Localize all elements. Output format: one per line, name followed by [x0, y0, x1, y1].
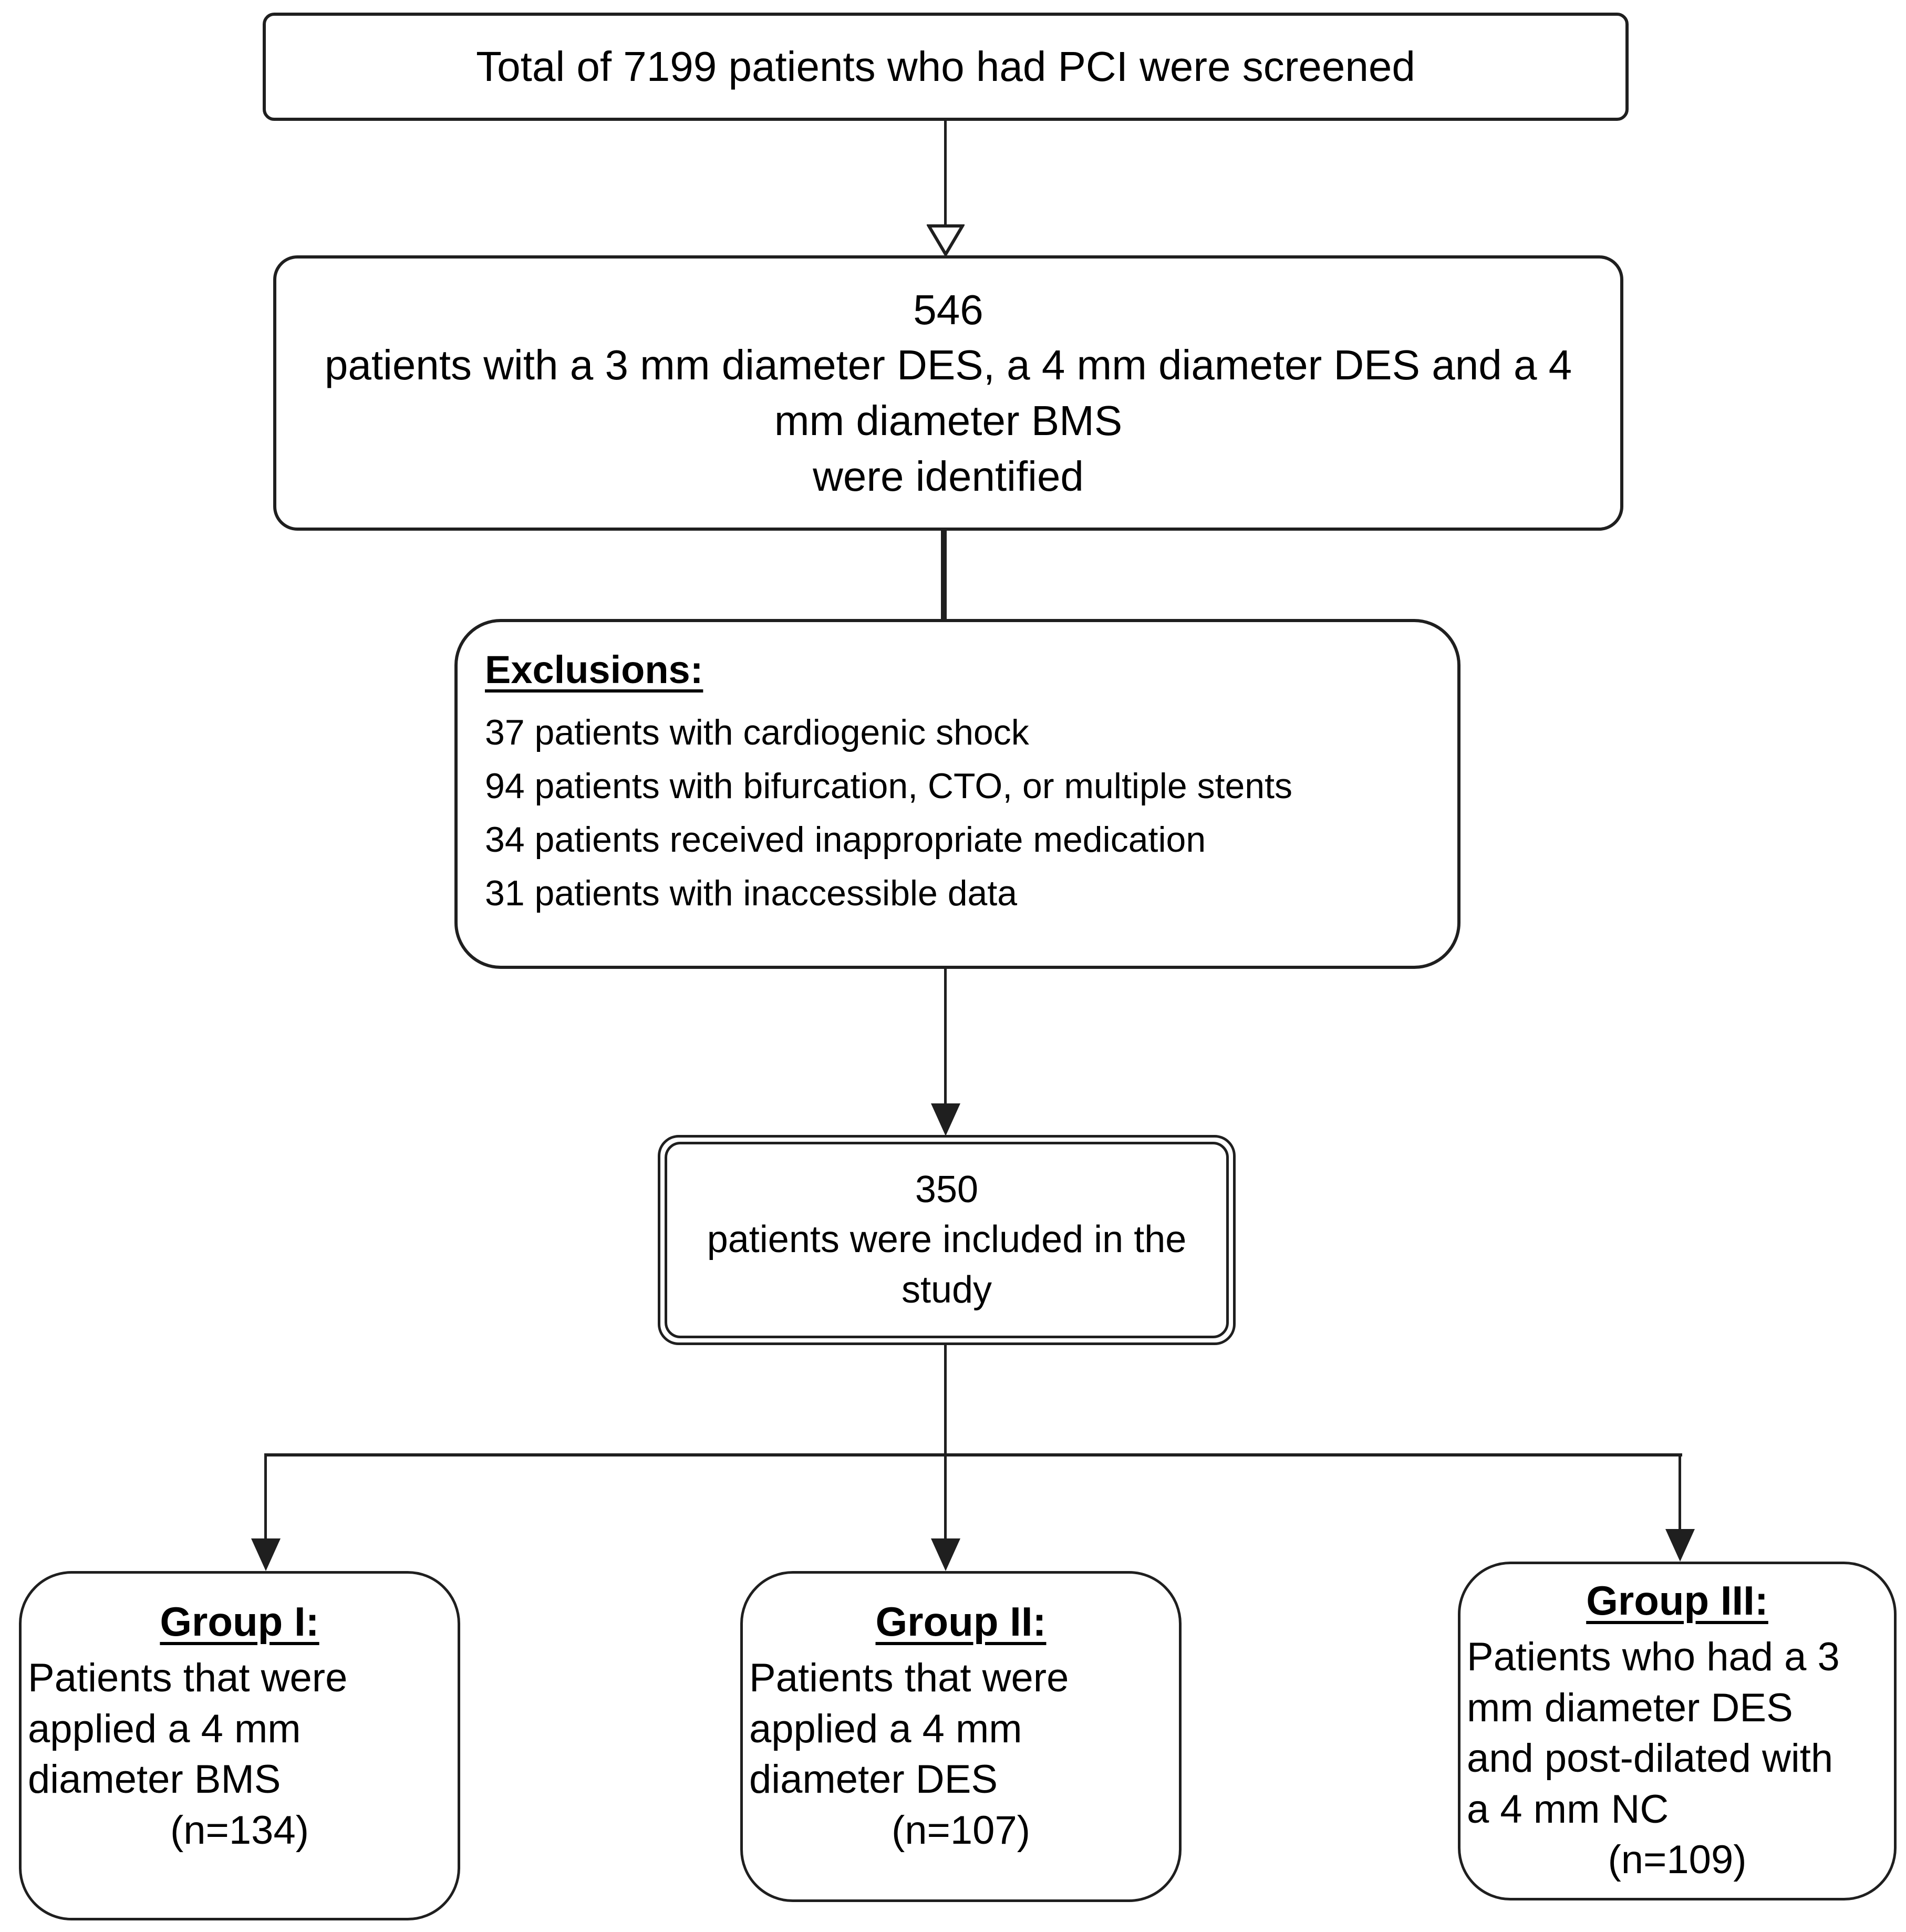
- exclusion-item: 94 patients with bifurcation, CTO, or mu…: [485, 766, 1293, 806]
- box-screened: Total of 7199 patients who had PCI were …: [263, 13, 1629, 121]
- branch-drop-middle-line: [944, 1453, 947, 1540]
- connector-identified-to-exclusions: [941, 530, 947, 620]
- branch-drop-left-line: [264, 1453, 267, 1540]
- arrowhead-open-icon: [927, 224, 965, 256]
- group-2-heading: Group II:: [875, 1598, 1047, 1645]
- group-3-body: Patients who had a 3 mm diameter DES and…: [1467, 1635, 1840, 1832]
- arrow-exclusions-to-included-line: [944, 969, 947, 1107]
- box-identified: 546 patients with a 3 mm diameter DES, a…: [273, 255, 1623, 531]
- exclusion-item: 37 patients with cardiogenic shock: [485, 712, 1029, 752]
- exclusions-heading: Exclusions:: [485, 648, 703, 691]
- branch-drop-right-line: [1679, 1453, 1681, 1530]
- group-3-heading: Group III:: [1586, 1577, 1768, 1624]
- exclusion-item: 31 patients with inaccessible data: [485, 873, 1018, 913]
- group-1-heading: Group I:: [160, 1598, 319, 1645]
- exclusion-item: 34 patients received inappropriate medic…: [485, 820, 1206, 860]
- box-exclusions: Exclusions: 37 patients with cardiogenic…: [454, 619, 1460, 969]
- box-group-2: Group II: Patients that were applied a 4…: [740, 1571, 1182, 1902]
- group-3-count: (n=109): [1608, 1837, 1747, 1883]
- box-included-inner-border: 350 patients were included in the study: [665, 1142, 1229, 1338]
- box-included: 350 patients were included in the study: [658, 1135, 1236, 1345]
- arrow-screened-to-identified-line: [944, 120, 947, 226]
- box-group-1: Group I: Patients that were applied a 4 …: [19, 1571, 460, 1920]
- branch-stem-line: [944, 1344, 947, 1455]
- group-1-body: Patients that were applied a 4 mm diamet…: [28, 1656, 348, 1802]
- arrowhead-filled-icon: [1665, 1529, 1695, 1562]
- box-identified-text: 546 patients with a 3 mm diameter DES, a…: [324, 286, 1572, 500]
- arrowhead-filled-icon: [931, 1103, 960, 1136]
- box-screened-text: Total of 7199 patients who had PCI were …: [476, 43, 1415, 90]
- group-1-count: (n=134): [170, 1807, 309, 1853]
- box-included-text: 350 patients were included in the study: [707, 1169, 1187, 1311]
- box-group-3: Group III: Patients who had a 3 mm diame…: [1458, 1562, 1897, 1900]
- group-2-body: Patients that were applied a 4 mm diamet…: [749, 1656, 1069, 1802]
- branch-horizontal-bar: [265, 1453, 1682, 1456]
- arrowhead-filled-icon: [251, 1538, 281, 1571]
- arrowhead-filled-icon: [931, 1538, 960, 1571]
- group-2-count: (n=107): [891, 1807, 1031, 1853]
